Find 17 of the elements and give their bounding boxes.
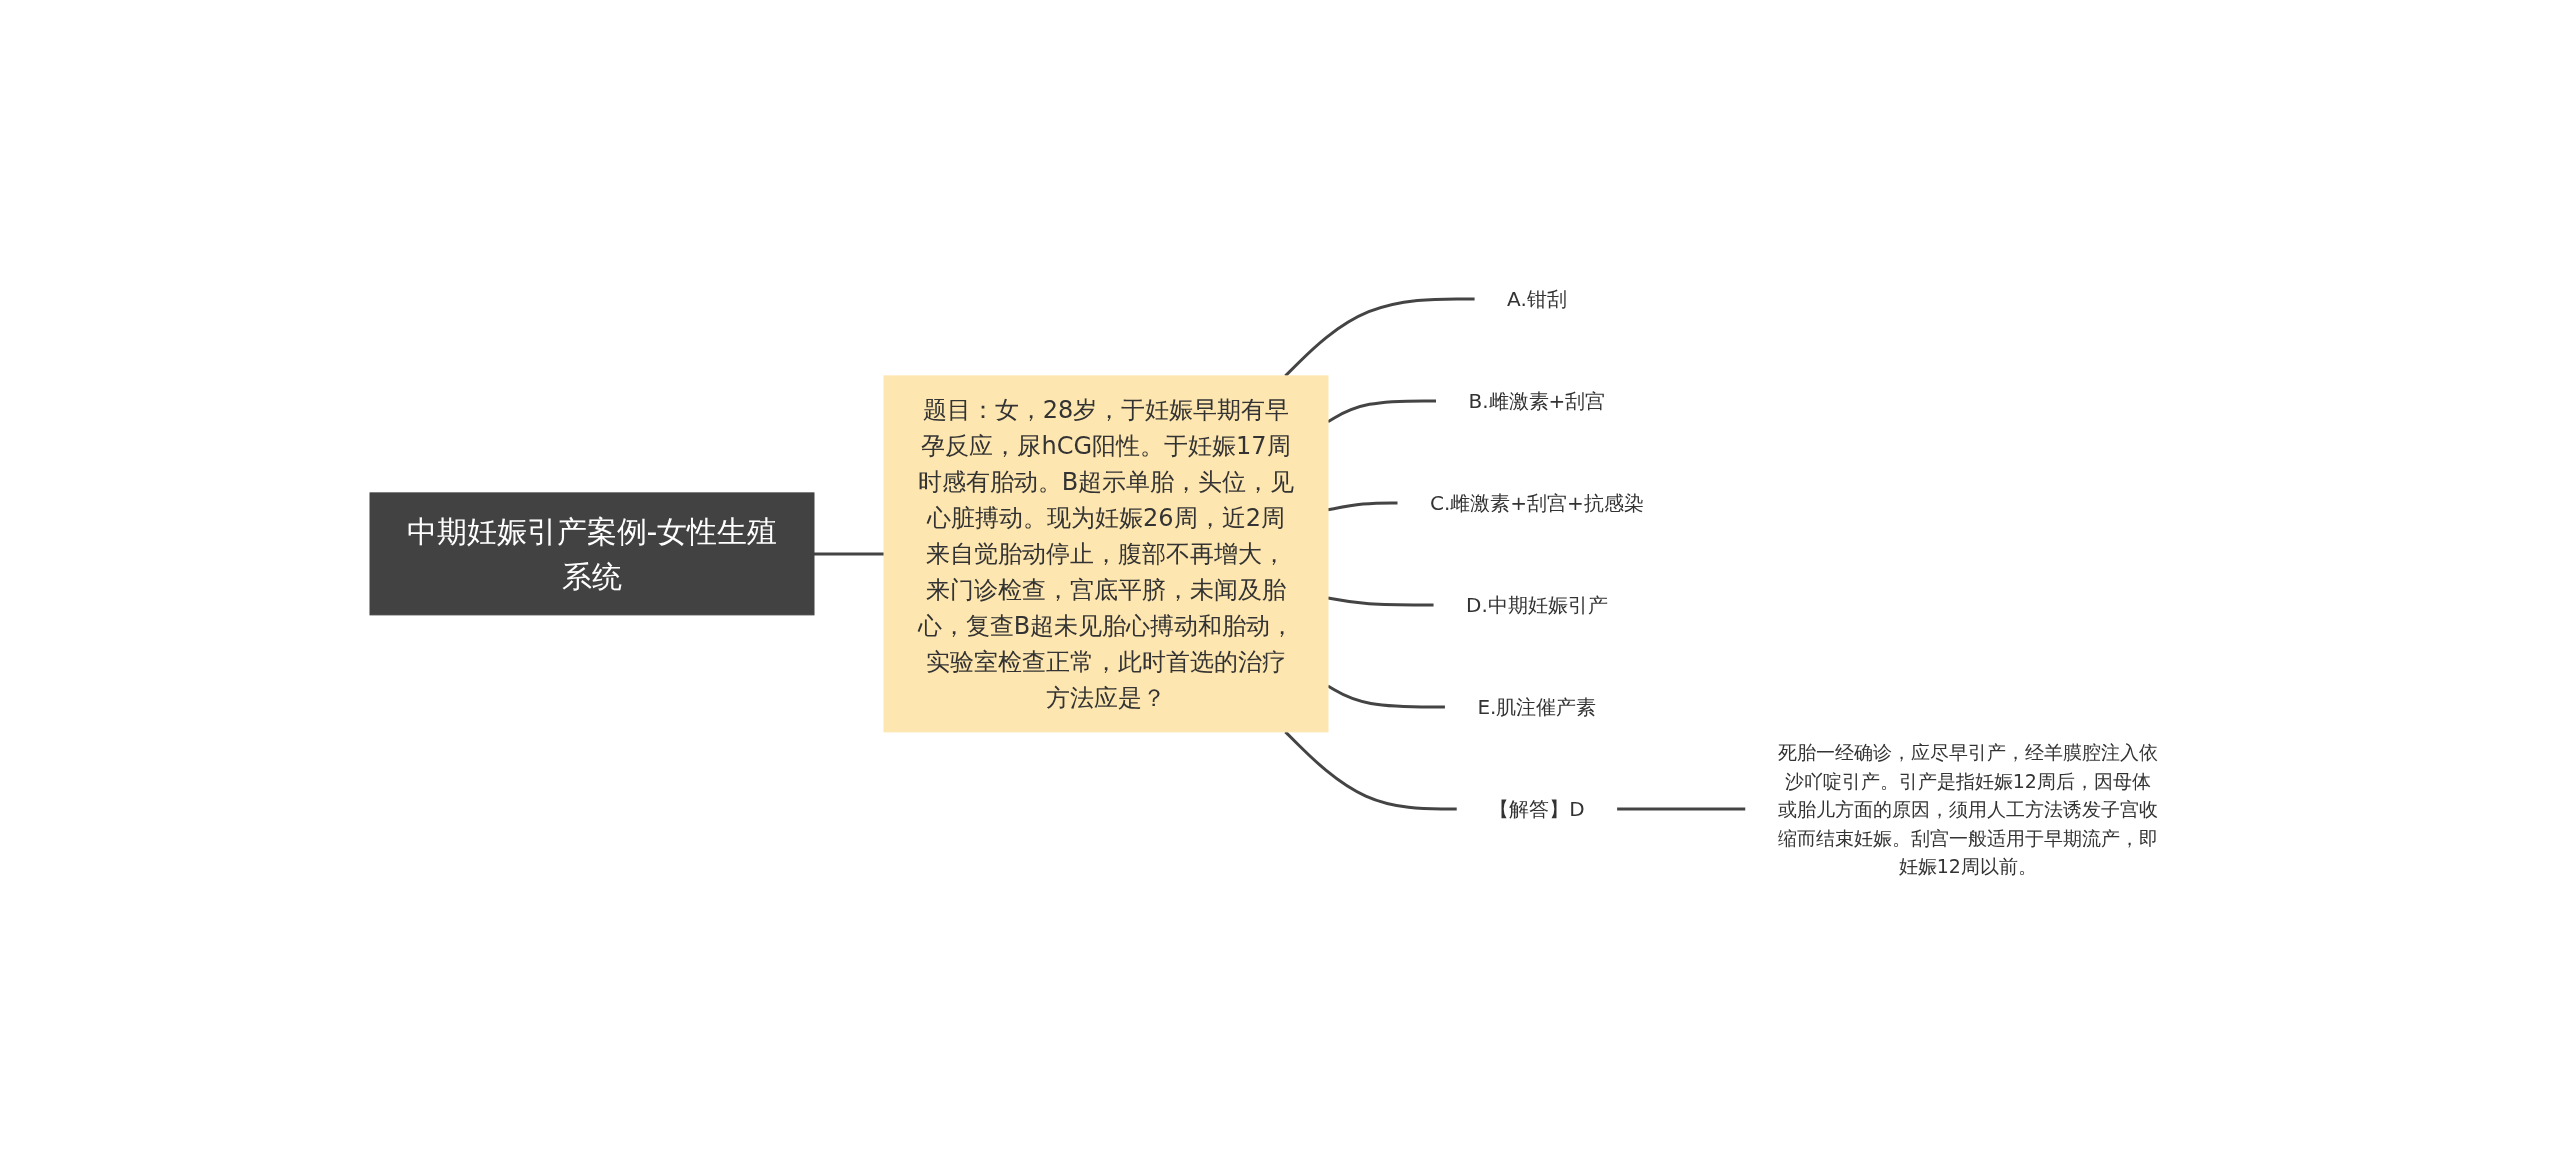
connector: [1327, 501, 1399, 512]
node-text: E.肌注催产素: [1477, 694, 1597, 719]
connector: [1327, 399, 1437, 423]
connector: [1284, 297, 1476, 377]
connector: [1616, 807, 1746, 811]
node-text: 死胎一经确诊，应尽早引产，经羊膜腔注入依沙吖啶引产。引产是指妊娠12周后，因母体或胎儿方面的原因，须用人工方法诱发子宫收缩而结束妊娠。刮宫一般适用于早期流产，即妊娠12周以前。: [1777, 740, 2158, 877]
connector: [1327, 684, 1446, 709]
node-box: 题目：女，28岁，于妊娠早期有早孕反应，尿hCG阳性。于妊娠17周时感有胎动。B超示单胎，头位，见心脏搏动。现为妊娠26周，近2周来自觉胎动停止，腹部不再增大，来门诊检查，宫底平脐，未闻及胎心，复查B超未见胎心搏动和胎动，实验室检查正常，此时首选的治疗方法应是？: [883, 375, 1329, 733]
node-text: B.雌激素+刮宫: [1468, 388, 1606, 413]
node-text: 【解答】D: [1489, 796, 1585, 821]
connector: [1284, 730, 1458, 811]
node-text: D.中期妊娠引产: [1466, 592, 1608, 617]
connector: [1327, 596, 1435, 607]
node-text: C.雌激素+刮宫+抗感染: [1430, 490, 1644, 515]
node-text: A.钳刮: [1507, 286, 1567, 311]
node-box: 中期妊娠引产案例-女性生殖系统: [369, 492, 815, 616]
connector: [814, 552, 885, 556]
